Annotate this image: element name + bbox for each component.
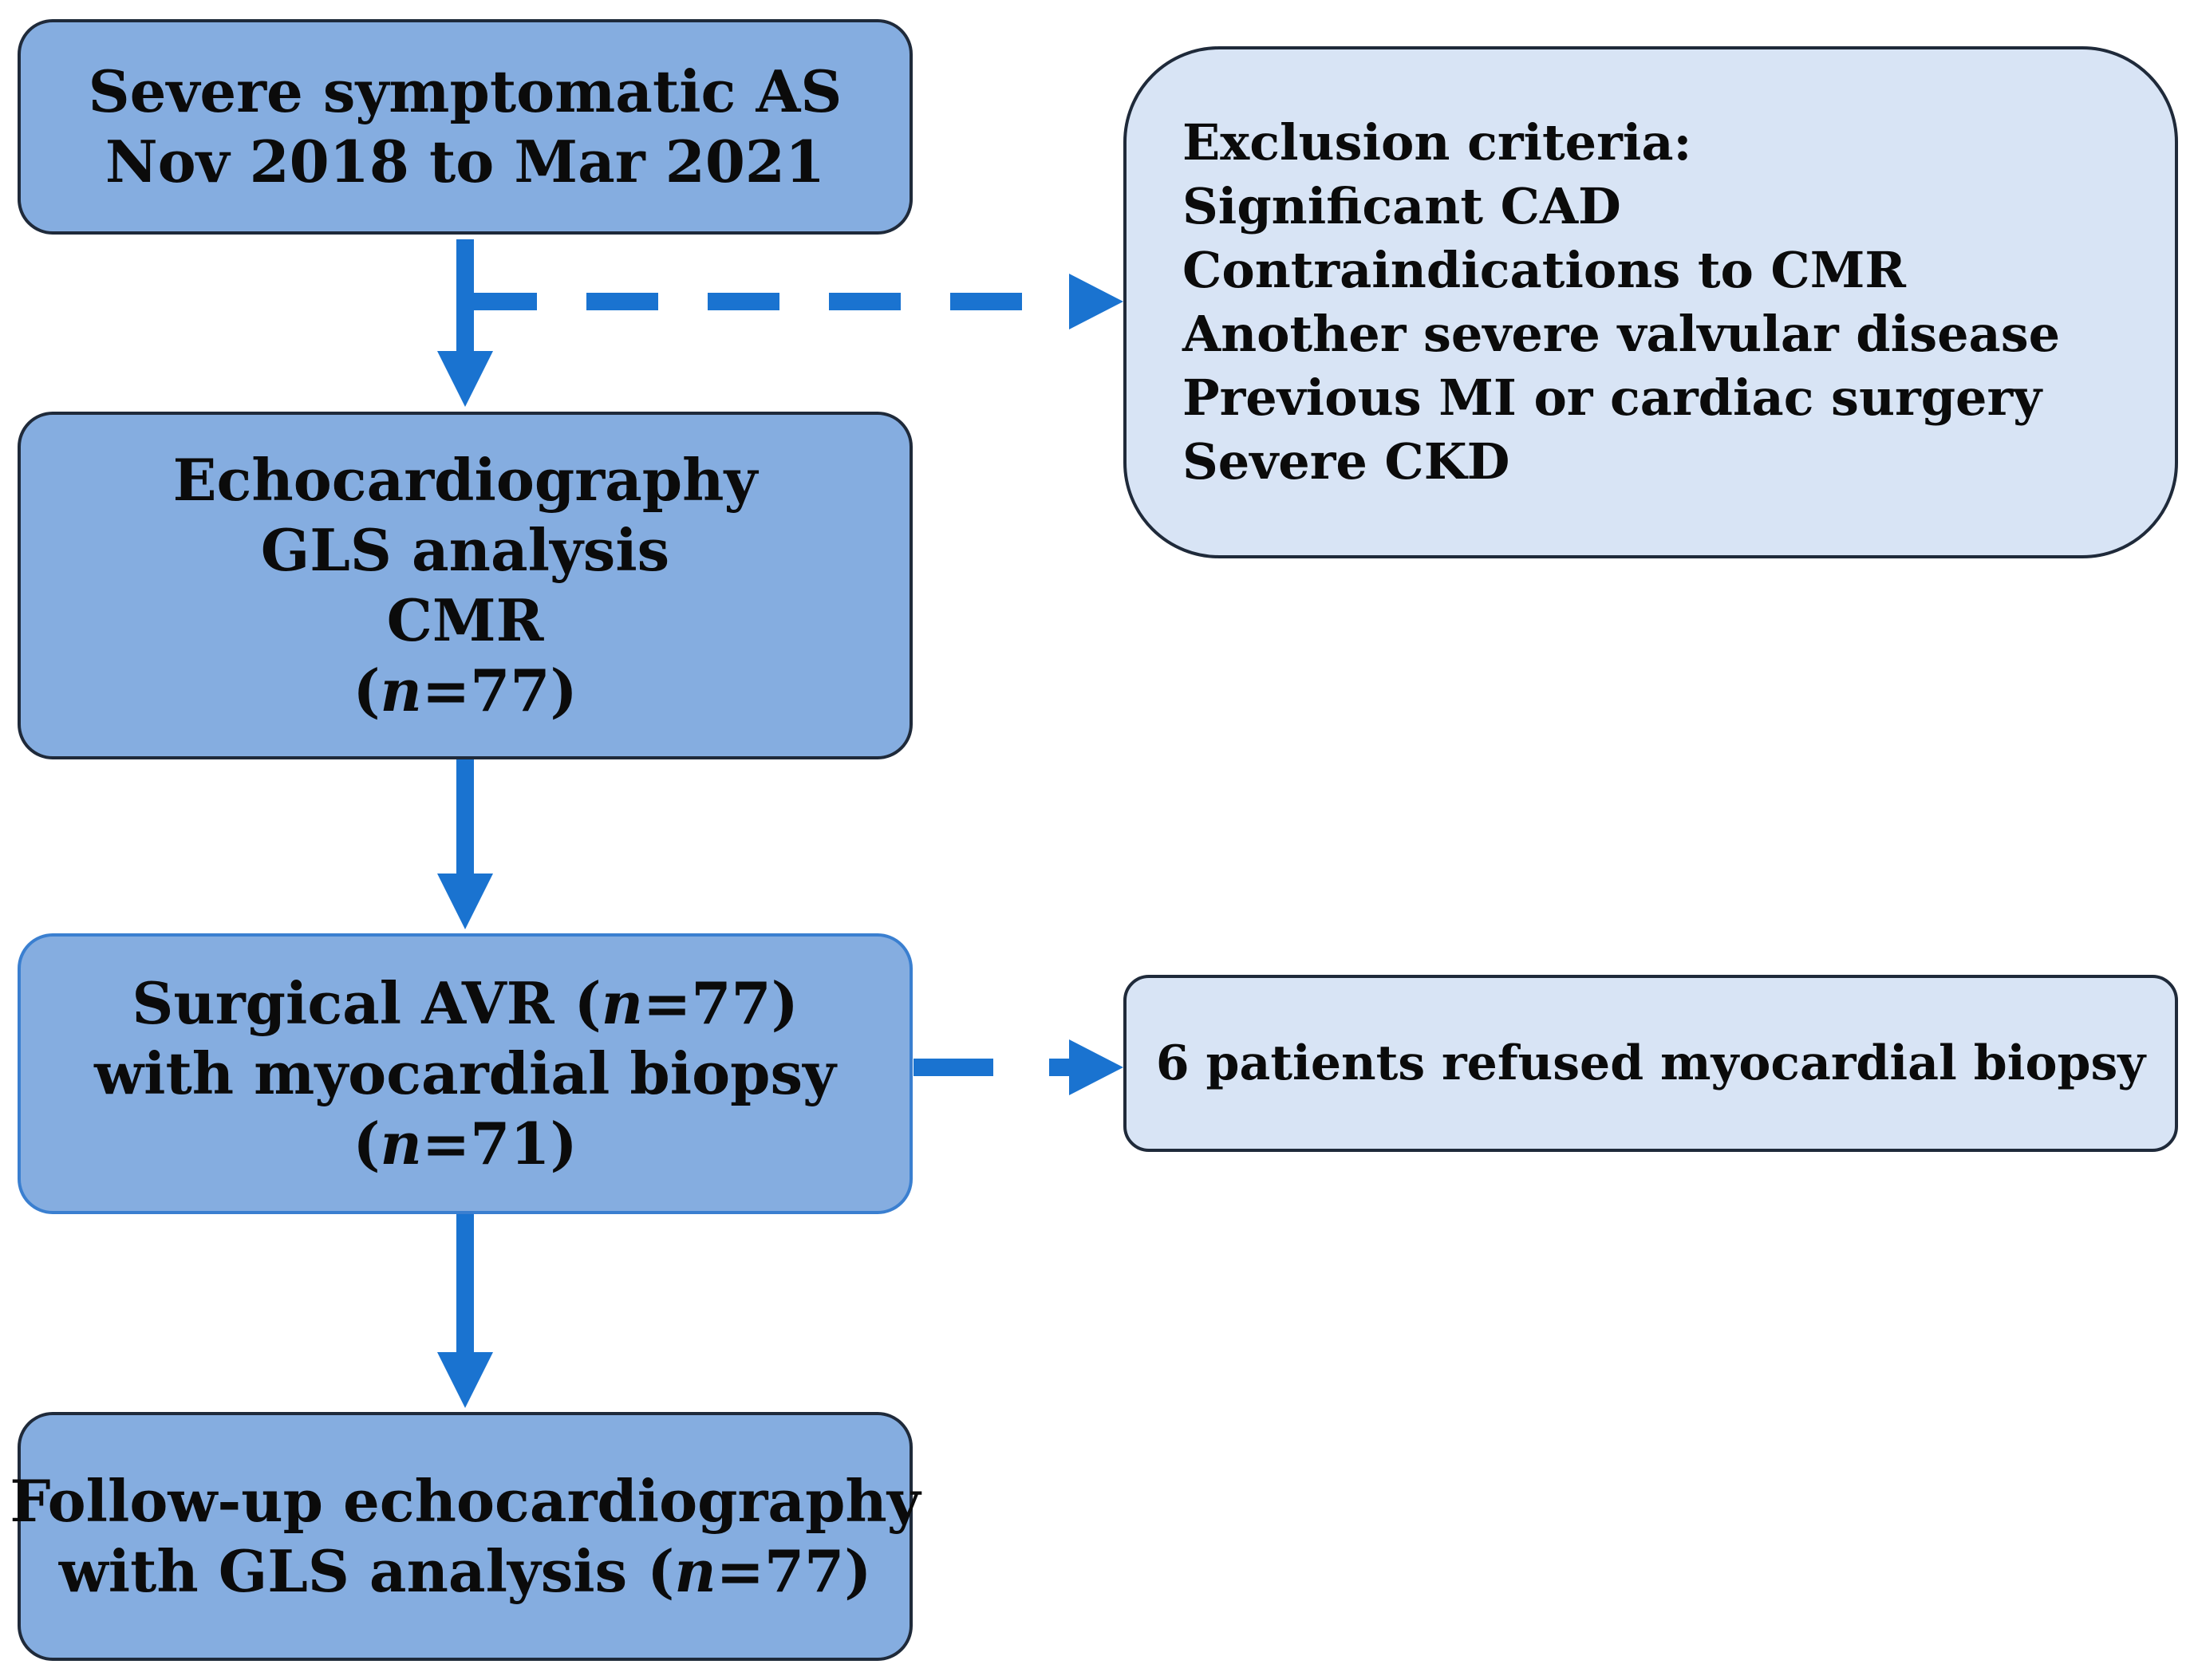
cohort-title: Severe symptomatic AS xyxy=(88,57,842,125)
followup-box: Follow-up echocardiography with GLS anal… xyxy=(10,1412,921,1661)
cohort-period: Nov 2018 to Mar 2021 xyxy=(105,128,826,195)
imaging-n-var: n xyxy=(380,657,422,724)
cohort-box: Severe symptomatic AS Nov 2018 to Mar 20… xyxy=(18,19,913,235)
exclusion-item: Significant CAD xyxy=(1182,177,1621,235)
arrowhead-followup xyxy=(437,1352,493,1408)
exclusion-item: Contraindications to CMR xyxy=(1182,241,1906,299)
arrowhead-surgery xyxy=(437,874,493,929)
imaging-n-val: =77 xyxy=(421,657,550,724)
exclusion-criteria-box: Exclusion criteria: Significant CAD Cont… xyxy=(1123,46,2178,558)
surgery-biopsy: with myocardial biopsy xyxy=(94,1039,836,1107)
exclusion-item: Another severe valvular disease xyxy=(1182,305,2061,363)
followup-gls: with GLS analysis (n=77) xyxy=(58,1537,872,1605)
imaging-box: Echocardiography GLS analysis CMR (n=77) xyxy=(18,412,913,759)
exclusion-title: Exclusion criteria: xyxy=(1182,113,1692,172)
exclusion-item: Severe CKD xyxy=(1182,432,1510,491)
surgery-n-val: =71 xyxy=(421,1110,550,1177)
exclusion-item: Previous MI or cardiac surgery xyxy=(1182,369,2042,427)
imaging-gls: GLS analysis xyxy=(260,516,670,584)
refused-biopsy-box: 6 patients refused myocardial biopsy xyxy=(1123,975,2178,1152)
imaging-cmr: CMR xyxy=(386,586,544,654)
arrowhead-imaging xyxy=(437,351,493,407)
imaging-echo: Echocardiography xyxy=(172,446,758,514)
refused-text: 6 patients refused myocardial biopsy xyxy=(1155,1035,2146,1091)
arrowhead-exclusion xyxy=(1069,274,1123,329)
arrowhead-refused xyxy=(1069,1039,1123,1095)
surgery-count: (n=71) xyxy=(353,1110,578,1177)
surgery-avr: Surgical AVR (n=77) xyxy=(132,969,799,1037)
followup-echo: Follow-up echocardiography xyxy=(10,1467,921,1535)
surgery-n-var: n xyxy=(380,1110,422,1177)
surgery-box: Surgical AVR (n=77) with myocardial biop… xyxy=(18,933,913,1214)
imaging-count: (n=77) xyxy=(353,657,578,724)
